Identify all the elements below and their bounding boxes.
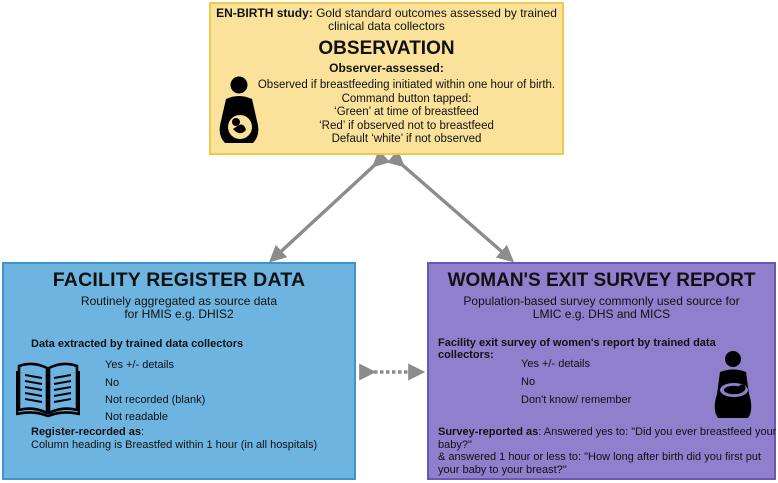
- facility-title: FACILITY REGISTER DATA: [52, 269, 306, 291]
- facility-recorded-label: Register-recorded as:: [31, 426, 145, 438]
- facility-option: Not readable: [105, 411, 168, 423]
- observation-line: Command button tapped:: [341, 92, 472, 105]
- woman-option: Yes +/- details: [521, 358, 590, 370]
- breastfeeding-mother-icon: [714, 351, 752, 418]
- woman-exit-survey-box: WOMAN'S EXIT SURVEY REPORT Population-ba…: [427, 262, 776, 480]
- observation-box: EN-BIRTH study: Gold standard outcomes a…: [209, 2, 564, 155]
- woman-option: No: [521, 376, 536, 388]
- facility-option: Yes +/- details: [105, 359, 174, 371]
- observation-header: EN-BIRTH study: Gold standard outcomes a…: [216, 6, 557, 34]
- pregnant-woman-icon: [219, 76, 259, 143]
- observation-line: ‘Red’ if observed not to breastfeed: [319, 119, 494, 132]
- observation-body: Observed if breastfeeding initiated with…: [249, 79, 564, 147]
- woman-title: WOMAN'S EXIT SURVEY REPORT: [447, 270, 756, 291]
- arrow-observation-facility: [269, 149, 391, 263]
- arrow-observation-woman: [386, 149, 515, 263]
- woman-option: Don't know/ remember: [521, 394, 632, 406]
- woman-survey-text: Survey-reported as: Answered yes to: "Di…: [438, 426, 777, 476]
- facility-recorded-value: Column heading is Breastfed within 1 hou…: [31, 439, 318, 451]
- facility-option: Not recorded (blank): [105, 394, 206, 406]
- observation-subtitle: Observer-assessed:: [329, 61, 444, 75]
- woman-extracted-label: Facility exit survey of women's report b…: [438, 337, 716, 362]
- woman-description: Population-based survey commonly used so…: [463, 294, 740, 322]
- observation-title: OBSERVATION: [318, 38, 455, 59]
- register-book-icon: [16, 362, 80, 418]
- facility-description: Routinely aggregated as source data for …: [80, 294, 278, 322]
- facility-register-box: FACILITY REGISTER DATA Routinely aggrega…: [2, 262, 356, 480]
- observation-line: ‘Green’ at time of breastfeed: [334, 106, 479, 119]
- facility-option: No: [105, 377, 120, 389]
- observation-line: Default ‘white’ if not observed: [331, 133, 482, 146]
- facility-extracted-label: Data extracted by trained data collector…: [31, 338, 244, 350]
- observation-line: Observed if breastfeeding initiated with…: [257, 79, 556, 91]
